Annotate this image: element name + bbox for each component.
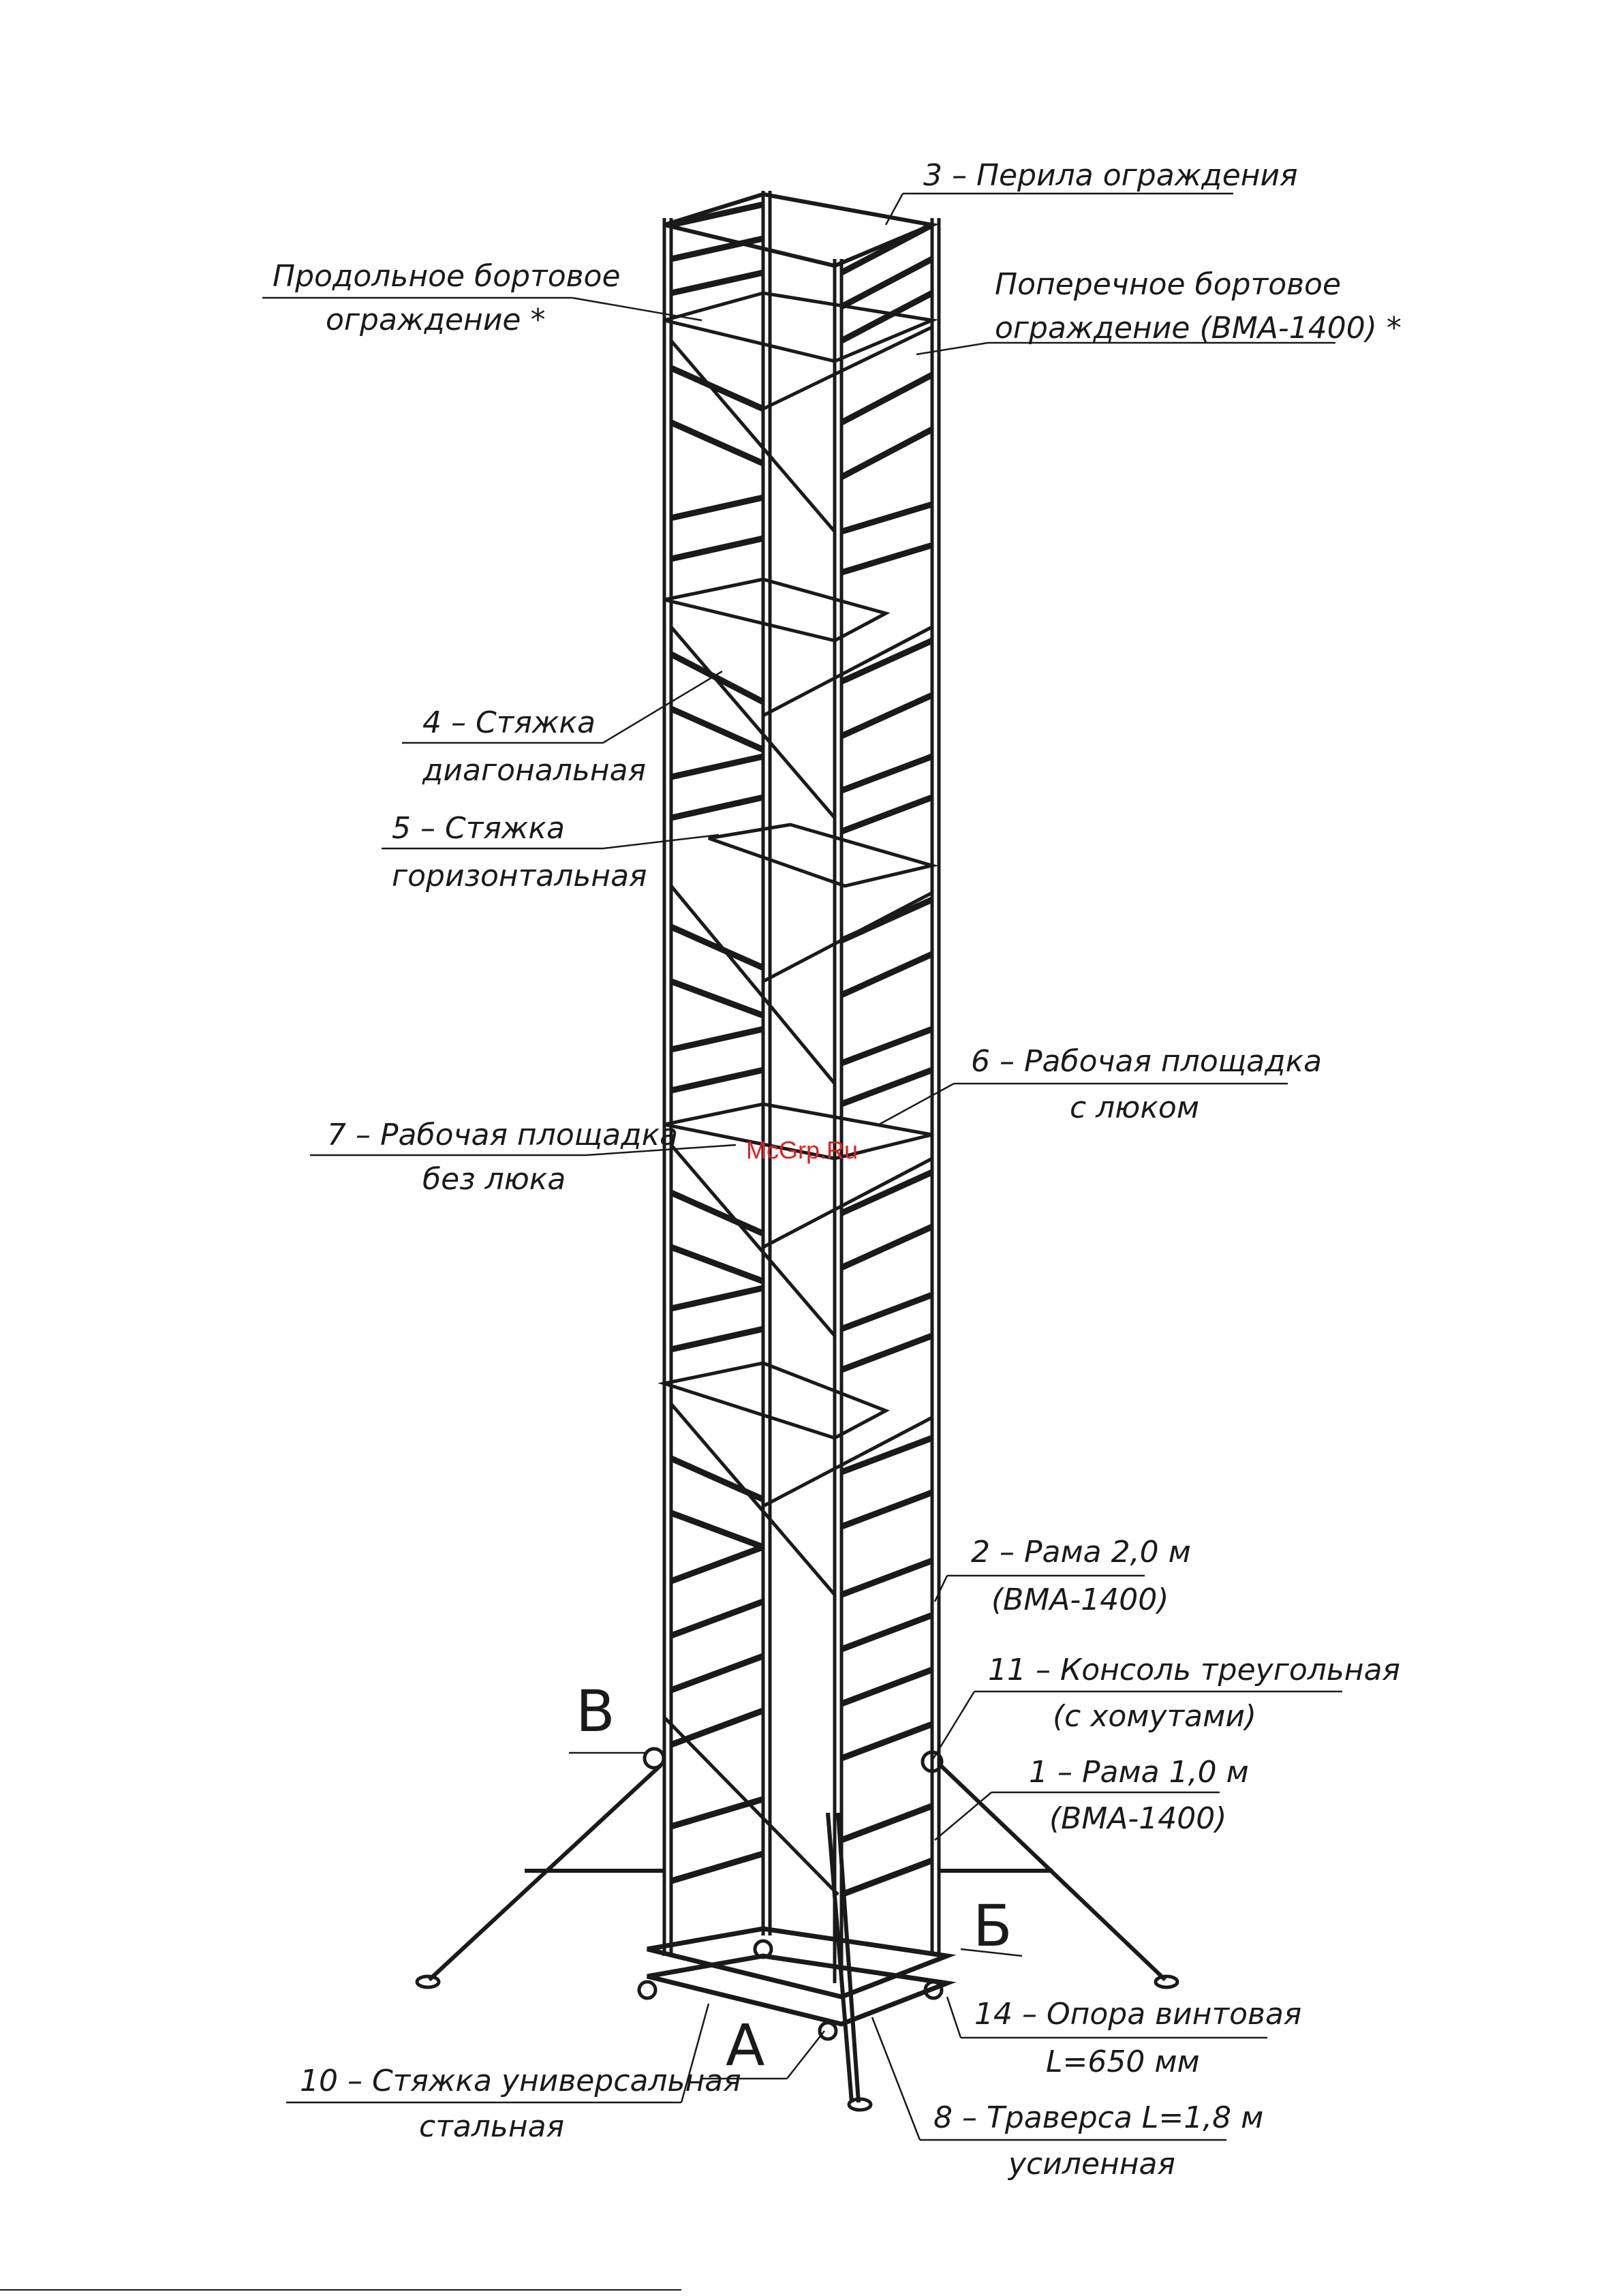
detail-mark-v: В	[576, 1678, 615, 1745]
label-railing: 3 – Перила ограждения	[923, 158, 1298, 193]
label-hatch-platform-2: с люком	[1070, 1090, 1199, 1125]
label-cross-board-1: Поперечное бортовое	[995, 267, 1341, 302]
label-diag-tie-2: диагональная	[422, 753, 646, 788]
leader-lines	[262, 192, 1342, 2141]
label-univ-tie-1: 10 – Стяжка универсальная	[300, 2064, 741, 2098]
label-screw-2: L=650 мм	[1046, 2045, 1200, 2079]
label-plain-platform-1: 7 – Рабочая площадка	[327, 1118, 678, 1152]
label-horiz-tie-1: 5 – Стяжка	[392, 811, 565, 846]
detail-mark-a: А	[726, 2012, 764, 2079]
label-frame1-1: 1 – Рама 1,0 м	[1029, 1755, 1249, 1790]
label-long-board-2: ограждение *	[326, 303, 545, 337]
label-frame2-2: (BMA-1400)	[991, 1582, 1169, 1617]
label-console-2: (с хомутами)	[1053, 1699, 1256, 1734]
label-univ-tie-2: стальная	[419, 2109, 564, 2144]
label-frame1-2: (BMA-1400)	[1049, 1801, 1226, 1836]
watermark: McGrp.Ru	[746, 1136, 858, 1164]
label-console-1: 11 – Консоль треугольная	[988, 1653, 1400, 1687]
label-traverse-2: усиленная	[1007, 2147, 1175, 2182]
label-screw-1: 14 – Опора винтовая	[974, 1997, 1301, 2032]
label-hatch-platform-1: 6 – Рабочая площадка	[971, 1044, 1322, 1079]
label-horiz-tie-2: горизонтальная	[392, 859, 647, 893]
scaffold-tower	[415, 191, 1179, 2112]
label-diag-tie-1: 4 – Стяжка	[422, 705, 596, 740]
detail-mark-b: Б	[973, 1893, 1013, 1959]
label-traverse-1: 8 – Траверса L=1,8 м	[933, 2100, 1263, 2135]
label-frame2-1: 2 – Рама 2,0 м	[971, 1535, 1191, 1570]
label-cross-board-2: ограждение (BMA-1400) *	[995, 311, 1402, 346]
label-plain-platform-2: без люка	[422, 1162, 566, 1197]
label-long-board-1: Продольное бортовое	[273, 259, 621, 294]
